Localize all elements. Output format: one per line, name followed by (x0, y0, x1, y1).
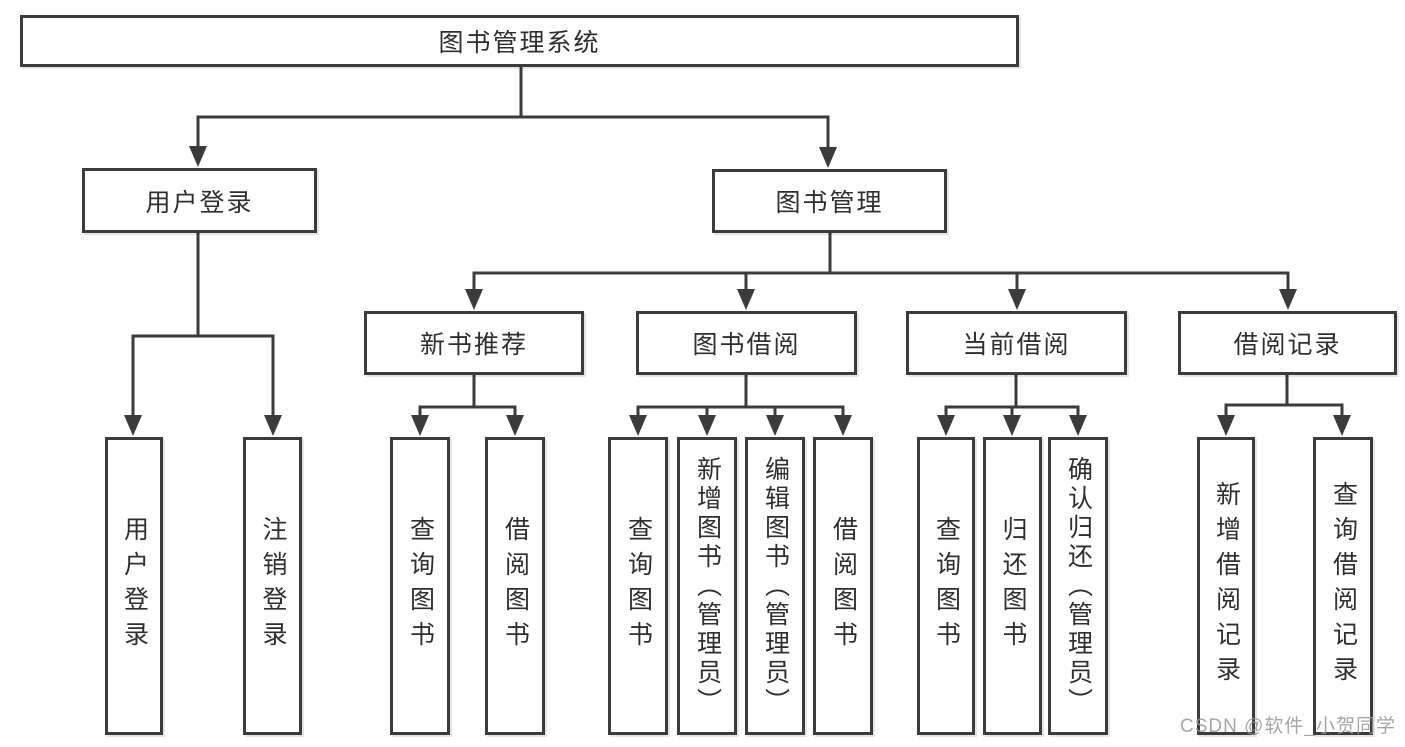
leaf-query-books-2: 查询图书 (608, 437, 668, 735)
leaf-borrow-books-2-label: 借阅图书 (829, 516, 858, 656)
leaf-query-books-2-label: 查询图书 (624, 516, 653, 656)
leaf-add-borrow-record: 新增借阅记录 (1197, 437, 1255, 735)
arrowheads (124, 146, 1351, 436)
leaf-add-books-admin-label: 新增图书（管理员） (693, 455, 722, 717)
leaf-query-borrow-record: 查询借阅记录 (1313, 437, 1373, 735)
leaf-return-books-label: 归还图书 (999, 516, 1027, 656)
node-book-management: 图书管理 (712, 169, 947, 233)
leaf-query-books-1-label: 查询图书 (406, 516, 435, 656)
leaf-query-books-1: 查询图书 (390, 437, 450, 735)
node-current-borrow-label: 当前借阅 (962, 331, 1071, 359)
node-root: 图书管理系统 (20, 15, 1019, 67)
leaf-edit-books-admin-label: 编辑图书（管理员） (761, 455, 790, 717)
node-borrow-records-label: 借阅记录 (1233, 331, 1342, 359)
leaf-query-books-3-label: 查询图书 (932, 516, 961, 656)
node-new-book-recommend-label: 新书推荐 (419, 331, 528, 359)
node-book-borrow: 图书借阅 (636, 311, 857, 375)
leaf-borrow-books-1: 借阅图书 (485, 437, 545, 735)
node-user-login-label: 用户登录 (145, 188, 254, 217)
leaf-user-login-label: 用户登录 (120, 516, 149, 656)
leaf-borrow-books-2: 借阅图书 (813, 437, 873, 735)
node-root-label: 图书管理系统 (438, 29, 601, 57)
node-user-login: 用户登录 (82, 168, 317, 233)
leaf-logout-label: 注销登录 (259, 516, 287, 656)
leaf-query-borrow-record-label: 查询借阅记录 (1329, 481, 1358, 691)
leaf-user-login: 用户登录 (105, 437, 163, 735)
leaf-confirm-return-admin-label: 确认归还（管理员） (1064, 455, 1093, 717)
leaf-logout: 注销登录 (243, 437, 302, 735)
leaf-add-borrow-record-label: 新增借阅记录 (1212, 481, 1241, 691)
leaf-edit-books-admin: 编辑图书（管理员） (745, 437, 805, 735)
leaf-return-books: 归还图书 (983, 437, 1042, 735)
leaf-confirm-return-admin: 确认归还（管理员） (1048, 437, 1108, 735)
node-borrow-records: 借阅记录 (1178, 311, 1397, 375)
node-new-book-recommend: 新书推荐 (364, 311, 584, 375)
leaf-borrow-books-1-label: 借阅图书 (501, 516, 530, 656)
node-current-borrow: 当前借阅 (906, 311, 1127, 375)
leaf-query-books-3: 查询图书 (917, 437, 975, 735)
node-book-borrow-label: 图书借阅 (692, 331, 801, 359)
watermark: CSDN @软件_小贺同学 (1180, 716, 1396, 737)
node-book-management-label: 图书管理 (775, 189, 884, 217)
leaf-add-books-admin: 新增图书（管理员） (677, 437, 737, 735)
